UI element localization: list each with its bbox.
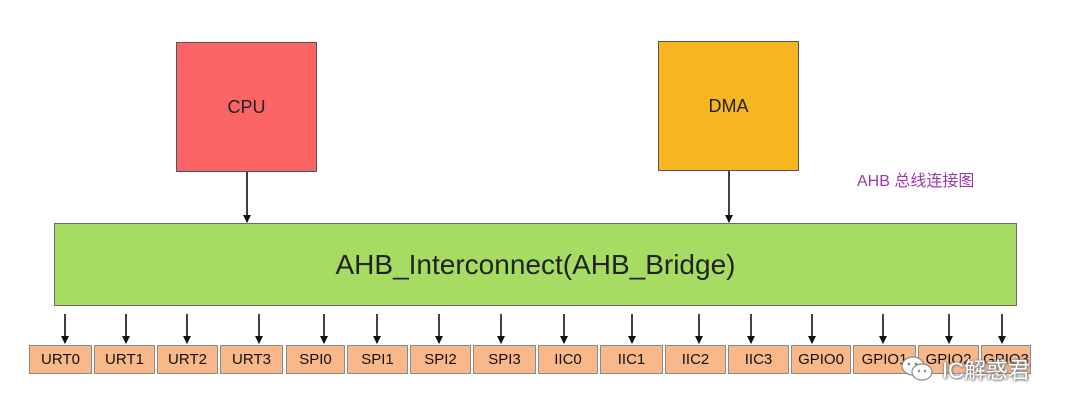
peripheral-urt3: URT3	[220, 345, 283, 374]
peripheral-spi1: SPI1	[347, 345, 408, 374]
peripheral-iic3: IIC3	[728, 345, 789, 374]
wechat-icon	[900, 354, 934, 384]
dma-block: DMA	[658, 41, 799, 171]
bridge-label: AHB_Interconnect(AHB_Bridge)	[335, 248, 736, 280]
peripheral-iic1: IIC1	[600, 345, 663, 374]
peripheral-iic0: IIC0	[538, 345, 598, 374]
peripheral-label: SPI3	[488, 351, 521, 368]
peripheral-label: SPI0	[299, 351, 332, 368]
peripheral-spi3: SPI3	[473, 345, 536, 374]
cpu-block: CPU	[176, 42, 317, 172]
diagram-caption: AHB 总线连接图	[857, 173, 975, 190]
peripheral-label: IIC1	[617, 351, 646, 368]
peripheral-label: URT1	[105, 351, 144, 368]
peripheral-label: URT2	[168, 351, 207, 368]
peripheral-iic2: IIC2	[665, 345, 726, 374]
peripheral-urt0: URT0	[29, 345, 92, 374]
peripheral-label: GPIO2	[925, 351, 972, 368]
peripheral-gpio2: GPIO2	[918, 345, 979, 374]
peripheral-label: IIC3	[744, 351, 773, 368]
peripheral-label: IIC2	[681, 351, 710, 368]
cpu-label: CPU	[227, 96, 266, 117]
peripheral-label: GPIO0	[798, 351, 844, 368]
peripheral-gpio3: GPIO3	[981, 345, 1031, 374]
peripheral-label: URT0	[41, 351, 80, 368]
peripheral-spi2: SPI2	[410, 345, 471, 374]
dma-label: DMA	[708, 95, 749, 116]
peripheral-urt2: URT2	[157, 345, 218, 374]
peripheral-urt1: URT1	[94, 345, 155, 374]
ahb-interconnect-bridge: AHB_Interconnect(AHB_Bridge)	[54, 223, 1017, 306]
peripheral-label: GPIO1	[861, 351, 908, 368]
peripheral-gpio0: GPIO0	[791, 345, 851, 374]
peripheral-spi0: SPI0	[286, 345, 345, 374]
peripheral-label: IIC0	[554, 351, 582, 368]
peripheral-label: SPI1	[361, 351, 394, 368]
peripheral-label: GPIO3	[983, 351, 1029, 368]
watermark-text: IC解惑君	[942, 358, 1031, 383]
peripheral-label: SPI2	[424, 351, 457, 368]
peripheral-label: URT3	[232, 351, 271, 368]
watermark: IC解惑君	[896, 349, 1038, 389]
